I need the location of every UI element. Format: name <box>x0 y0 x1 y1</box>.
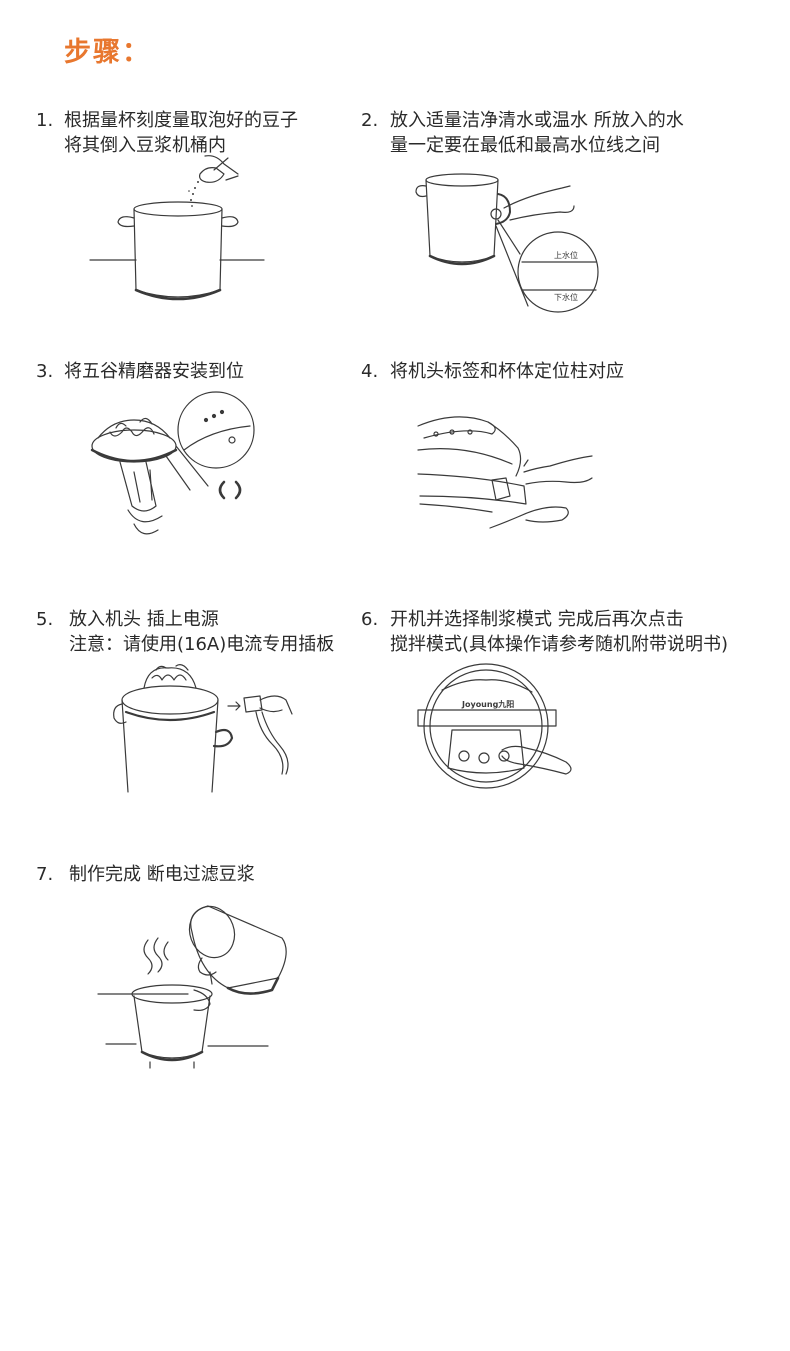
step-number: 7. <box>36 864 54 885</box>
step-7: 7. 制作完成 断电过滤豆浆 <box>36 862 356 887</box>
brand-logo: Joyoung九阳 <box>461 699 514 709</box>
control-panel-illustration: Joyoung九阳 <box>416 660 586 790</box>
step-number: 5. <box>36 609 54 630</box>
page-title: 步骤： <box>64 37 151 68</box>
step-line: 放入适量洁净清水或温水 所放入的水 <box>390 110 684 131</box>
step-number: 2. <box>361 110 379 131</box>
step-2: 2. 放入适量洁净清水或温水 所放入的水 量一定要在最低和最高水位线之间 <box>361 108 761 158</box>
step-6: 6. 开机并选择制浆模式 完成后再次点击 搅拌模式(具体操作请参考随机附带说明书… <box>361 607 781 657</box>
step-text: 放入适量洁净清水或温水 所放入的水 量一定要在最低和最高水位线之间 <box>390 108 684 158</box>
step-text: 根据量杯刻度量取泡好的豆子 将其倒入豆浆机桶内 <box>64 108 298 158</box>
step-line: 制作完成 断电过滤豆浆 <box>69 864 255 885</box>
step-number: 6. <box>361 609 379 630</box>
step-number: 1. <box>36 110 54 131</box>
step-text: 开机并选择制浆模式 完成后再次点击 搅拌模式(具体操作请参考随机附带说明书) <box>390 607 728 657</box>
step-line: 量一定要在最低和最高水位线之间 <box>390 135 660 156</box>
install-grinder-illustration <box>90 390 260 550</box>
align-head-illustration <box>416 404 596 544</box>
step-number: 3. <box>36 361 54 382</box>
step-line: 将其倒入豆浆机桶内 <box>64 135 226 156</box>
water-level-max-label: 上水位 <box>554 250 578 260</box>
step-4: 4. 将机头标签和杯体定位柱对应 <box>361 359 761 384</box>
plug-in-illustration <box>110 662 300 797</box>
water-level-min-label: 下水位 <box>554 292 578 302</box>
step-line: 将机头标签和杯体定位柱对应 <box>390 361 624 382</box>
step-1: 1. 根据量杯刻度量取泡好的豆子 将其倒入豆浆机桶内 <box>36 108 356 158</box>
step-line: 开机并选择制浆模式 完成后再次点击 <box>390 609 684 630</box>
step-text: 放入机头 插上电源 注意：请使用(16A)电流专用插板 <box>69 607 334 657</box>
step-text: 将机头标签和杯体定位柱对应 <box>390 359 624 384</box>
step-5: 5. 放入机头 插上电源 注意：请使用(16A)电流专用插板 <box>36 607 366 657</box>
step-text: 制作完成 断电过滤豆浆 <box>69 862 255 887</box>
step-3: 3. 将五谷精磨器安装到位 <box>36 359 356 384</box>
step-line: 搅拌模式(具体操作请参考随机附带说明书) <box>390 634 729 655</box>
add-water-illustration: 上水位 下水位 <box>414 168 614 318</box>
step-number: 4. <box>361 361 379 382</box>
step-line: 注意：请使用(16A)电流专用插板 <box>69 634 335 655</box>
filter-soymilk-illustration <box>96 902 296 1072</box>
step-text: 将五谷精磨器安装到位 <box>64 359 244 384</box>
pour-beans-illustration <box>88 152 268 312</box>
step-line: 根据量杯刻度量取泡好的豆子 <box>64 110 298 131</box>
step-line: 放入机头 插上电源 <box>69 609 219 630</box>
step-line: 将五谷精磨器安装到位 <box>64 361 244 382</box>
